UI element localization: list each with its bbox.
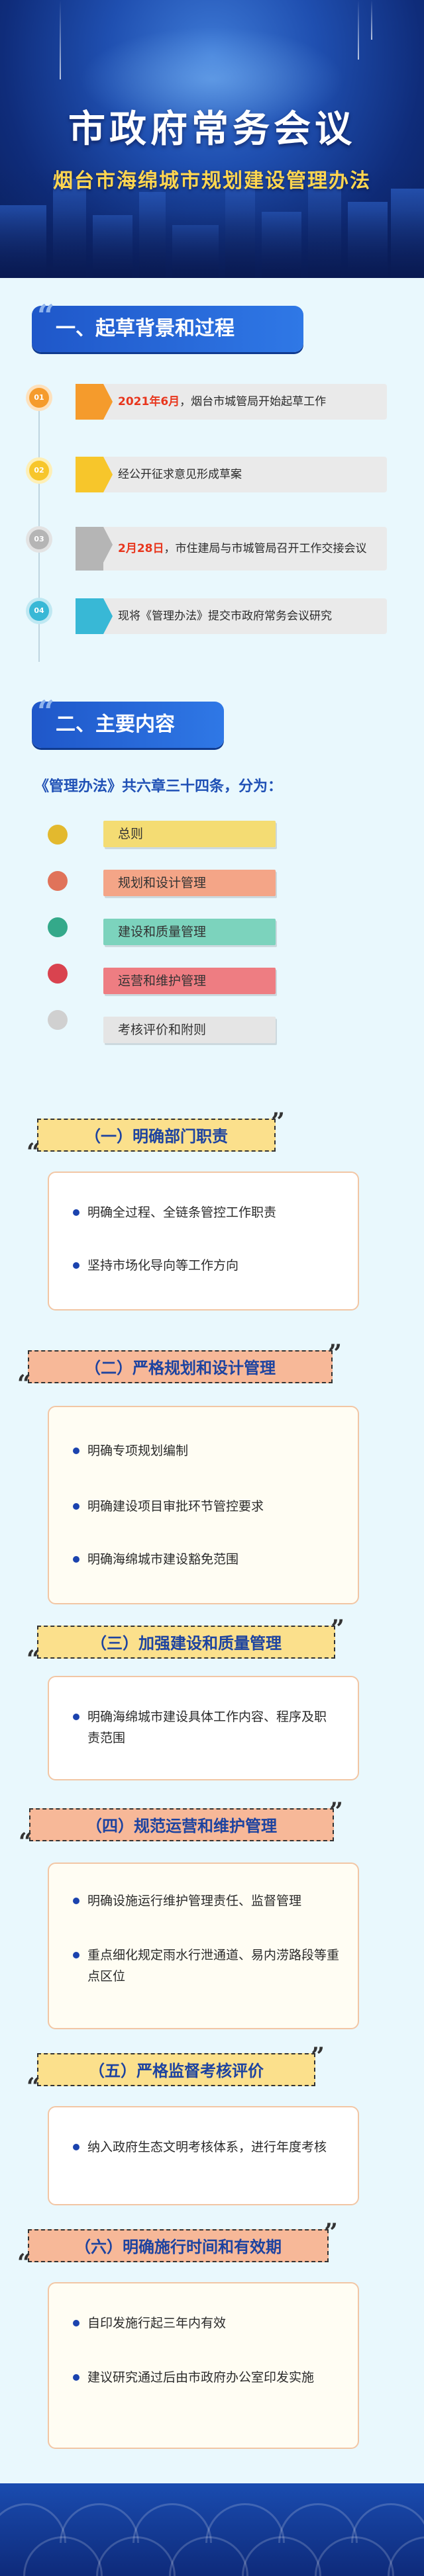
bullet-ball	[48, 825, 68, 845]
quote-mark-icon: “	[17, 2249, 31, 2277]
bullet-item: 明确海绵城市建设豁免范围	[62, 1549, 380, 1570]
timeline-desc: 经公开征求意见形成草案	[118, 468, 242, 481]
bullet-item: 明确建设项目审批环节管控要求	[62, 1496, 380, 1517]
subsection-header: “ （六）明确施行时间和有效期 ”	[17, 2219, 338, 2277]
timeline-flag	[76, 384, 113, 420]
chapter-item: 总则	[103, 821, 276, 847]
chapter-item: 运营和维护管理	[103, 968, 276, 994]
footer-wave-band	[0, 2483, 424, 2576]
bullet-item: 明确海绵城市建设具体工作内容、程序及职责范围	[62, 1706, 334, 1749]
timeline-card: 2021年6月，烟台市城管局开始起草工作	[76, 384, 387, 420]
quote-mark-icon: “	[37, 298, 55, 334]
bullet-item: 明确专项规划编制	[62, 1440, 380, 1461]
quote-mark-icon: ”	[311, 2043, 325, 2070]
light-streak	[60, 0, 61, 79]
subsection-box: 明确设施运行维护管理责任、监督管理 重点细化规定雨水行泄通道、易内涝路段等重点区…	[48, 1863, 359, 2029]
bullet-item: 纳入政府生态文明考核体系，进行年度考核	[62, 2137, 341, 2158]
timeline-card: 现将《管理办法》提交市政府常务会议研究	[76, 598, 387, 634]
timeline-desc: 现将《管理办法》提交市政府常务会议研究	[118, 610, 332, 623]
subsection-header: “ （一）明确部门职责 ”	[26, 1108, 285, 1166]
timeline-text: 2021年6月，烟台市城管局开始起草工作	[118, 394, 326, 410]
timeline-card: 2月28日，市住建局与市城管局召开工作交接会议	[76, 527, 387, 571]
quote-mark-icon: “	[19, 1828, 32, 1856]
subsection-title: （五）严格监督考核评价	[89, 2062, 264, 2080]
subsection-box: 自印发施行起三年内有效 建议研究通过后由市政府办公室印发实施	[48, 2282, 359, 2449]
timeline-node: 03	[29, 529, 49, 549]
bullet-ball	[48, 871, 68, 891]
quote-mark-icon: “	[26, 2073, 40, 2101]
subsection-box: 明确专项规划编制 明确建设项目审批环节管控要求 明确海绵城市建设豁免范围	[48, 1406, 359, 1604]
quote-mark-icon: ”	[331, 1615, 344, 1643]
header-banner: 市政府常务会议 烟台市海绵城市规划建设管理办法	[0, 0, 424, 278]
subsection-title: （二）严格规划和设计管理	[85, 1359, 276, 1377]
quote-mark-icon: ”	[329, 1798, 343, 1825]
timeline-flag	[76, 457, 113, 492]
timeline-desc: ，市住建局与市城管局召开工作交接会议	[164, 542, 367, 555]
page-title: 市政府常务会议	[68, 107, 356, 151]
section-title-background: “ 二、主要内容	[32, 694, 224, 748]
subsection-header: “ （三）加强建设和质量管理 ”	[26, 1615, 344, 1673]
bullet-item: 明确全过程、全链条管控工作职责	[62, 1202, 380, 1223]
light-streak	[371, 0, 372, 40]
quote-mark-icon: ”	[324, 2219, 338, 2246]
timeline-date: 2月28日	[118, 542, 164, 555]
quote-mark-icon: “	[37, 694, 55, 729]
timeline-date: 2021年6月	[118, 395, 180, 408]
chapter-item: 规划和设计管理	[103, 870, 276, 896]
subsection-box: 明确海绵城市建设具体工作内容、程序及职责范围	[48, 1676, 359, 1780]
timeline-flag	[76, 598, 113, 634]
subsection-box: 明确全过程、全链条管控工作职责 坚持市场化导向等工作方向	[48, 1172, 359, 1311]
bullet-item: 坚持市场化导向等工作方向	[62, 1255, 380, 1276]
header-glow	[80, 26, 344, 132]
quote-mark-icon: “	[26, 1138, 40, 1166]
subsection-box: 纳入政府生态文明考核体系，进行年度考核	[48, 2106, 359, 2205]
city-shade	[0, 165, 424, 278]
chapter-item: 考核评价和附则	[103, 1017, 276, 1043]
section-title-label: 二、主要内容	[56, 713, 175, 736]
timeline-card: 经公开征求意见形成草案	[76, 457, 387, 492]
quote-mark-icon: ”	[328, 1340, 342, 1367]
subsection-title: （一）明确部门职责	[85, 1127, 228, 1146]
timeline-node: 02	[29, 461, 49, 481]
bullet-item: 重点细化规定雨水行泄通道、易内涝路段等重点区位	[62, 1945, 341, 1987]
subsection-header: “ （二）严格规划和设计管理 ”	[17, 1340, 342, 1398]
timeline-node: 01	[29, 388, 49, 408]
bullet-item: 建议研究通过后由市政府办公室印发实施	[62, 2367, 341, 2388]
bullet-ball	[48, 964, 68, 984]
section-title-label: 一、起草背景和过程	[56, 317, 235, 340]
bullet-item: 自印发施行起三年内有效	[62, 2313, 341, 2334]
timeline-node: 04	[29, 601, 49, 621]
subsection-header: “ （五）严格监督考核评价 ”	[26, 2043, 325, 2101]
subsection-title: （四）规范运营和维护管理	[86, 1817, 277, 1835]
timeline-line	[38, 391, 40, 662]
subsection-title: （三）加强建设和质量管理	[91, 1634, 282, 1653]
subsection-title: （六）明确施行时间和有效期	[75, 2238, 282, 2256]
light-streak	[358, 0, 359, 60]
quote-mark-icon: “	[26, 1645, 40, 1673]
section-title-background: “ 一、起草背景和过程	[32, 298, 303, 352]
subsection-header: “ （四）规范运营和维护管理 ”	[19, 1798, 343, 1856]
quote-mark-icon: ”	[271, 1108, 285, 1136]
intro-text: 《管理办法》共六章三十四条，分为：	[34, 778, 283, 795]
bullet-ball	[48, 917, 68, 937]
bullet-ball	[48, 1010, 68, 1030]
quote-mark-icon: “	[17, 1370, 31, 1398]
timeline-text: 2月28日，市住建局与市城管局召开工作交接会议	[118, 541, 367, 557]
chapter-item: 建设和质量管理	[103, 919, 276, 945]
page-subtitle: 烟台市海绵城市规划建设管理办法	[53, 169, 371, 193]
bullet-item: 明确设施运行维护管理责任、监督管理	[62, 1890, 341, 1911]
timeline-desc: ，烟台市城管局开始起草工作	[180, 395, 327, 408]
timeline-flag	[76, 527, 113, 571]
